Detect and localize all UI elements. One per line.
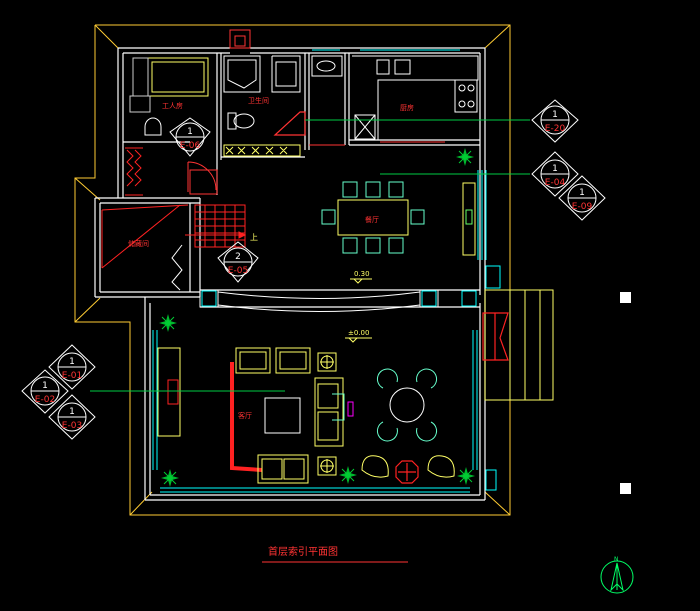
index-sheet-2[interactable]: E-20: [545, 124, 566, 134]
index-sheet-6[interactable]: E-02: [35, 395, 55, 405]
room-label-dining: 餐厅: [365, 215, 379, 224]
index-hexagons: [21, 99, 606, 440]
room-label-servant: 工人房: [162, 101, 183, 110]
north-arrow-icon: [600, 560, 634, 594]
living-tv: [157, 347, 181, 437]
chimney-blocks: [229, 29, 251, 49]
living-armchair: [332, 393, 345, 421]
stair-up-label: 上: [250, 233, 258, 242]
bath-shower: [223, 55, 301, 93]
kitchen-counter: [352, 55, 479, 140]
plants: [159, 148, 475, 487]
bath-toilet: [227, 112, 255, 130]
entrance-porch: [484, 289, 554, 401]
grip-square-lower[interactable]: [620, 483, 631, 494]
index-circles: [30, 105, 597, 432]
stair[interactable]: [185, 204, 247, 248]
grip-square-upper[interactable]: [620, 292, 631, 303]
index-num-6: 1: [42, 381, 48, 391]
servant-chair: [144, 117, 162, 136]
living-side-tables: [317, 352, 337, 476]
corridor-curve: [199, 289, 439, 312]
bath-door[interactable]: [273, 111, 306, 136]
index-num-0: 1: [187, 127, 193, 137]
level-markers: [345, 278, 372, 343]
index-sheet-5[interactable]: E-01: [62, 371, 82, 381]
servant-cabinet: [129, 57, 151, 113]
living-marker: [347, 401, 354, 417]
round-table: [389, 387, 425, 423]
index-num-2: 1: [552, 110, 558, 120]
index-sheet-3[interactable]: E-04: [545, 178, 566, 188]
index-sheet-4[interactable]: E-09: [572, 202, 593, 212]
storage-door[interactable]: [171, 244, 183, 291]
level-living: ±0.00: [348, 329, 369, 337]
level-dining: 0.30: [354, 270, 370, 278]
room-labels: 工人房 卫生间 厨房 储藏间 餐厅 客厅: [128, 96, 414, 420]
entrance-door[interactable]: [482, 312, 509, 361]
lounge-chairs: [361, 455, 455, 478]
index-num-5: 1: [69, 357, 75, 367]
index-num-4: 1: [579, 188, 585, 198]
index-leaders: [90, 119, 530, 392]
index-sheet-1[interactable]: E-05: [228, 266, 248, 276]
storage-diagonal: [101, 204, 189, 269]
round-table-chairs: [376, 368, 438, 442]
dining-chairs: [321, 181, 425, 254]
room-label-storage: 储藏间: [128, 239, 149, 248]
living-sofas: [235, 347, 344, 484]
room-label-living: 客厅: [238, 411, 252, 420]
servant-door[interactable]: [187, 161, 218, 195]
room-label-kitchen: 厨房: [400, 103, 414, 112]
index-num-3: 1: [552, 164, 558, 174]
room-label-bathroom: 卫生间: [248, 96, 269, 105]
walls: [94, 47, 486, 501]
utility-sink: [311, 55, 343, 77]
index-mark-texts: 1 E-06 2 E-05 1 E-20 1 E-04 1 E-09 1 E-0…: [35, 110, 593, 431]
octagon-table: [395, 460, 419, 484]
north-label: N: [614, 556, 619, 563]
drawing-title: 首层索引平面图: [268, 545, 338, 558]
living-sofa-base: [230, 362, 263, 472]
bath-cabinets: [223, 144, 301, 157]
windows: [152, 49, 501, 493]
living-coffee-table: [264, 397, 301, 434]
index-sheet-0[interactable]: E-06: [180, 141, 201, 151]
dining-sideboard: [462, 182, 476, 256]
servant-wardrobe: [125, 147, 143, 196]
index-num-7: 1: [69, 407, 75, 417]
roof-outline: [74, 24, 511, 516]
dining-table: [337, 199, 409, 236]
index-sheet-7[interactable]: E-03: [62, 421, 82, 431]
index-num-1: 2: [235, 252, 241, 262]
